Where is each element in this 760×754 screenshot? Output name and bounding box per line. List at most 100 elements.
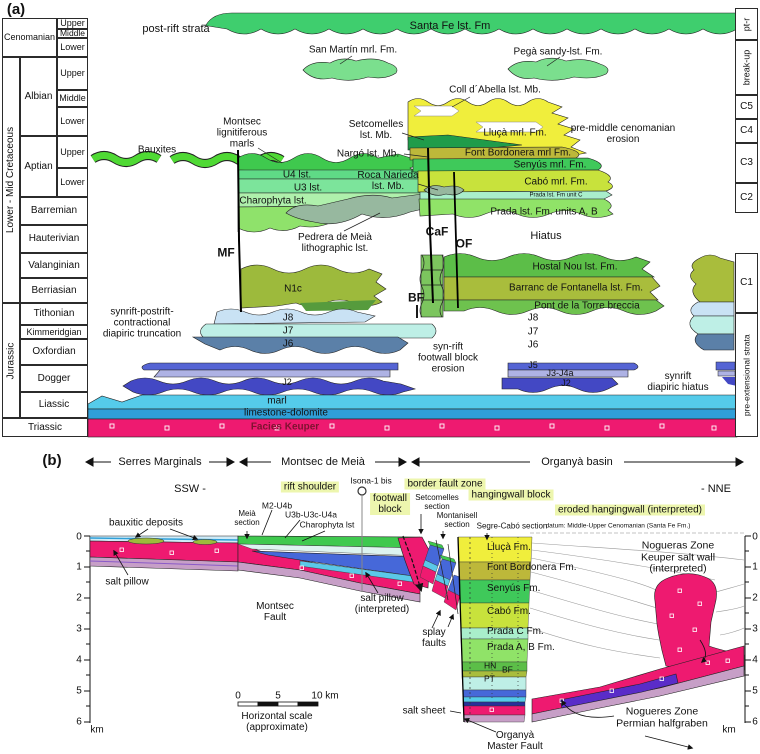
line: section: [444, 520, 470, 529]
left-violet-line: [89, 560, 239, 567]
seq-label: C5: [740, 101, 753, 112]
sub-middle: Middle: [57, 90, 88, 107]
seq-c3: C3: [735, 143, 758, 183]
substage-label: Lower: [60, 116, 85, 126]
depth-axis-left: [84, 535, 91, 723]
line: lst. Mb.: [371, 181, 405, 192]
limestone-dolomite-label: limestone-dolomite: [244, 407, 328, 419]
synrift-footwall-label: syn-rift footwall block erosion: [418, 342, 478, 375]
panel-b-label: (b): [42, 451, 62, 469]
line: diapiric hiatus: [647, 382, 709, 393]
j7-band-right-edge: [689, 315, 735, 335]
montsec-fault-line: [402, 535, 424, 593]
era-label: Cenomanian: [3, 32, 56, 42]
scale-5-label: 5: [275, 690, 281, 702]
axis-right-5: 5: [752, 685, 758, 697]
isona-well-symbol: [357, 486, 367, 496]
u3b-u3c-u4a-label: U3b-U3c-U4a: [285, 509, 337, 520]
mf-fault-label: MF: [217, 245, 235, 260]
substage-label: Middle: [59, 93, 86, 103]
navy-unit: [462, 701, 526, 707]
nogueras-salt-wall-label: Nogueras Zone Keuper salt wall (interpre…: [641, 539, 715, 576]
charophyta-label: Charophyta lst.: [239, 195, 307, 207]
stage-label: Liassic: [38, 399, 70, 410]
j8-band-left: [213, 308, 376, 325]
j6-band-right-edge: [694, 333, 735, 351]
stage-label: Aptian: [24, 160, 53, 172]
stage-berriasian: Berriasian: [20, 278, 88, 303]
u4-label: U4 lst.: [282, 169, 312, 181]
line: block: [378, 504, 402, 515]
stage-label: Dogger: [37, 372, 71, 384]
j3j4a-sliver-right: [717, 370, 736, 377]
pont-label: Pont de la Torre breccia: [534, 300, 640, 312]
caf-fault-line: [427, 147, 434, 304]
section-arrows: [84, 457, 745, 467]
line: (interpreted): [354, 604, 410, 615]
j3j4a-band: [153, 369, 391, 378]
section-organya-label: Organyà basin: [541, 455, 613, 468]
axis-right-6: 6: [752, 716, 758, 728]
caf-fault-label: CaF: [425, 224, 449, 239]
jurassic-blue-unit: [462, 689, 527, 698]
panel-b-shapes: [84, 457, 751, 750]
line: splay: [422, 627, 446, 638]
axis-left-km: km: [90, 724, 104, 736]
j2-band: [122, 377, 417, 396]
chevron-mark: [413, 105, 460, 117]
roca-narieda-label: Roca Narieda lst. Mb.: [357, 170, 418, 192]
era-cretaceous: Lower - Mid Cretaceous: [2, 57, 20, 303]
line: Montsec: [223, 116, 261, 128]
j5-band: [141, 362, 399, 371]
montsec-blue-wedge: [251, 550, 421, 578]
axis-right-1: 1: [752, 561, 758, 573]
santa-fe-band: [201, 12, 738, 35]
stage-label: Hauterivian: [28, 233, 80, 244]
bauxites-band: [91, 152, 161, 166]
diapiric-truncation-label: synrift-postrift- contractional diapiric…: [103, 307, 181, 340]
nargo-label: Nargó lst. Mb.: [336, 148, 400, 160]
line: Setcomelles: [348, 119, 404, 130]
stage-tithonian: Tithonian: [20, 303, 88, 325]
montsec-fault-label: Montsec Fault: [256, 601, 294, 623]
rift-shoulder-tag: rift shoulder: [280, 481, 340, 493]
column-mauve-unit: [463, 714, 526, 723]
axis-left-5: 5: [76, 685, 82, 697]
bauxite-lens: [127, 537, 165, 545]
font-bordonera-label: Font Bordonera mrl Fm.: [464, 147, 572, 159]
prada-c-fm-label: Prada C Fm.: [487, 625, 544, 637]
sub-upper: Upper: [57, 136, 88, 168]
panel-a-shapes: [87, 12, 738, 438]
axis-left-4: 4: [76, 654, 82, 666]
santa-fe-label: Santa Fe lst. Fm: [409, 19, 491, 32]
stage-valanginian: Valanginian: [20, 253, 88, 278]
line: Nogueras Zone: [641, 539, 715, 552]
keuper-c-marks: [109, 423, 717, 431]
j8-label: J8: [527, 312, 539, 324]
j2-sliver-right: [722, 377, 737, 386]
splay-faults-label: splay faults: [422, 627, 446, 649]
depth-axis-right: [744, 535, 751, 723]
sub-middle: Middle: [57, 29, 88, 38]
stage-label: Oxfordian: [32, 346, 76, 357]
post-rift-label: post-rift strata: [142, 22, 210, 35]
line: Organyà: [495, 730, 535, 741]
seq-label: C3: [740, 157, 753, 168]
line: (interpreted): [649, 562, 707, 575]
montsec-mauve: [237, 561, 421, 603]
pega-label: Pegà sandy-lst. Fm.: [513, 46, 603, 58]
font-bordonera-fm-label: Font Bordonera Fm.: [487, 561, 577, 573]
organya-master-fault-label: Organyà Master Fault: [487, 730, 543, 752]
synrift-diapiric-label: synrift diapiric hiatus: [647, 371, 708, 393]
cabo-fm-label: Cabó Fm.: [487, 605, 531, 617]
hostal-nou-band: [443, 253, 655, 278]
line: (approximate): [246, 722, 308, 733]
bf-b-label: BF: [502, 664, 513, 675]
j5-sliver-right: [715, 361, 736, 371]
axis-left-2: 2: [76, 592, 82, 604]
line: pre-middle cenomanian: [570, 123, 676, 134]
san-martin-blob: [302, 58, 398, 81]
stage-hauterivian: Hauterivian: [20, 225, 88, 253]
senyus-label: Senyús mrl. Fm.: [513, 159, 587, 171]
